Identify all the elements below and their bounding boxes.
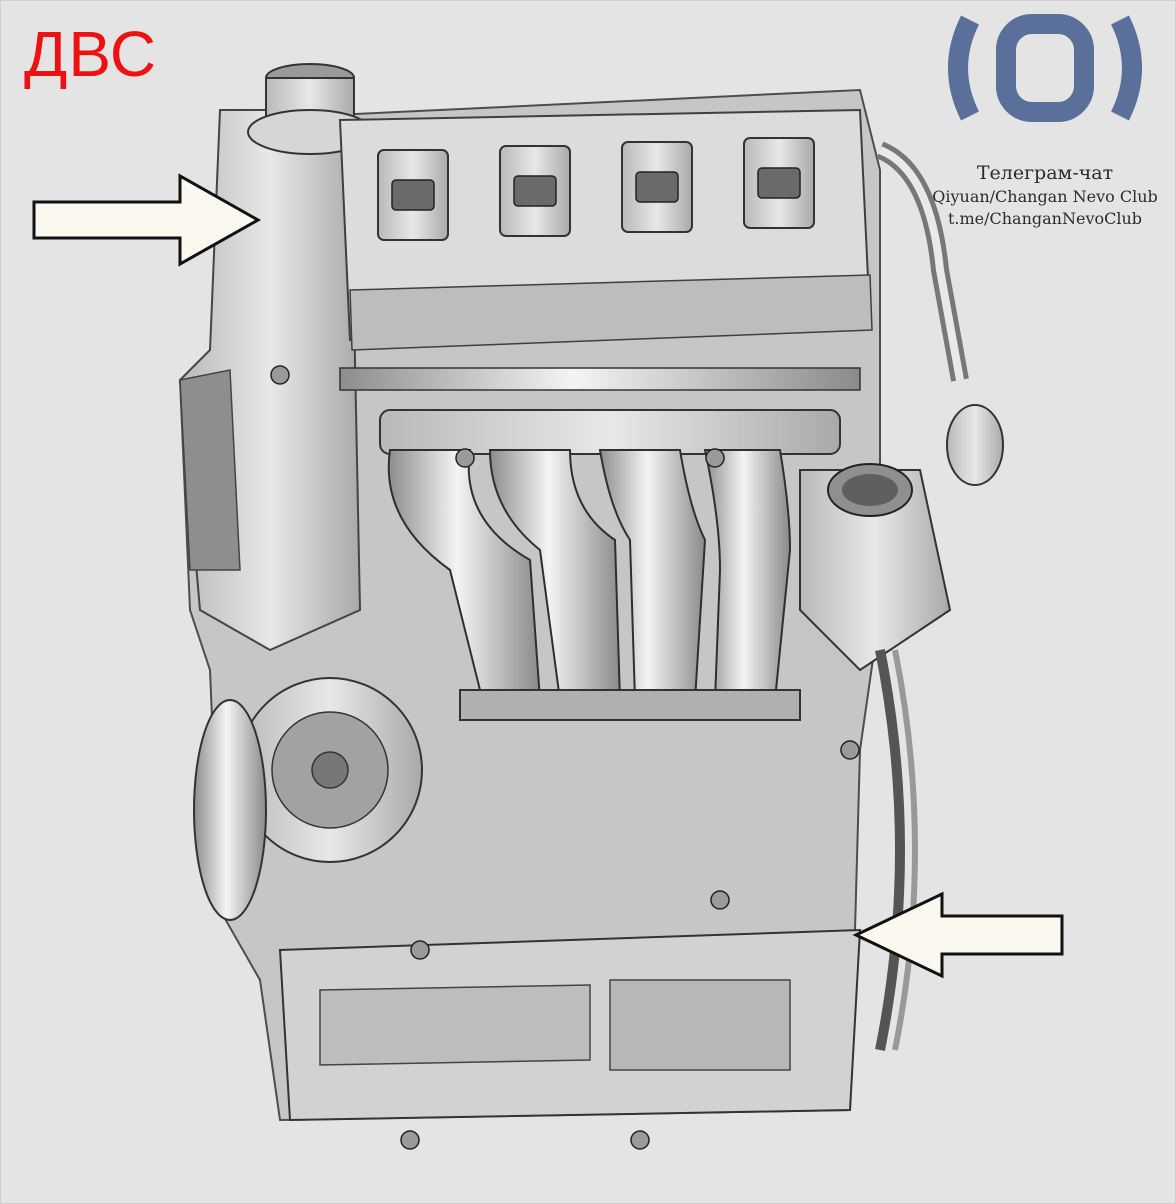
promo-line-club: Qiyuan/Changan Nevo Club <box>932 187 1158 206</box>
promo-line-title: Телеграм-чат <box>976 162 1114 184</box>
promo-line-link[interactable]: t.me/ChanganNevoClub <box>947 209 1143 228</box>
arrow-bottom-right-icon <box>852 891 1064 979</box>
page-title: ДВС <box>24 18 158 90</box>
arrow-top-left-icon <box>32 173 262 267</box>
telegram-promo: Телеграм-чат Qiyuan/Changan Nevo Club t.… <box>900 160 1176 230</box>
brand-logo-icon <box>948 14 1142 122</box>
engine-illustration <box>178 63 1004 1150</box>
